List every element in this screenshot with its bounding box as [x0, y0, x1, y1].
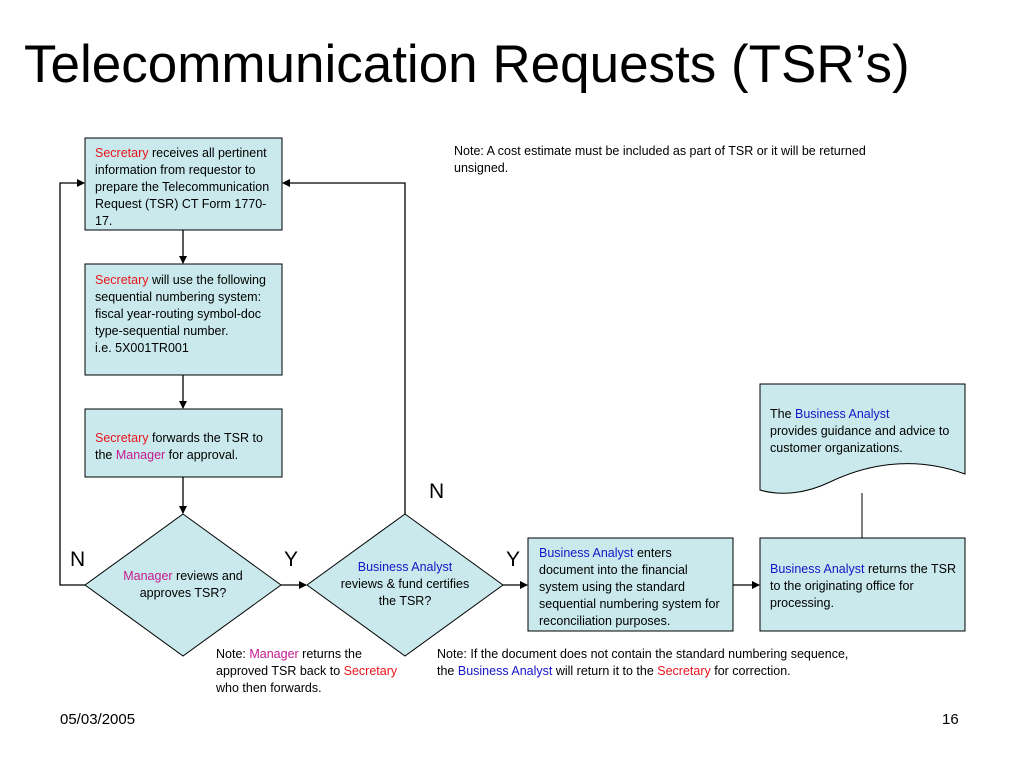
role-secretary: Secretary: [95, 273, 149, 287]
box-enter-document: [527, 537, 734, 632]
note-text: will return it to the: [552, 664, 658, 678]
box-text: for approval.: [165, 448, 239, 462]
box-text: forwards the TSR to the: [95, 431, 263, 462]
arrow-no-loop-top: [282, 179, 406, 514]
note-cost-estimate: Note: A cost estimate must be included a…: [454, 144, 866, 175]
box-text: will use the following sequential number…: [95, 273, 266, 338]
document-shape-text: The Business Analyst provides guidance a…: [760, 402, 965, 461]
label-no-top: N: [429, 480, 445, 503]
label-yes-2: Y: [506, 548, 521, 571]
role-secretary: Secretary: [657, 664, 711, 678]
decision-manager: [84, 513, 282, 657]
note-manager-return: Note: Manager returns the approved TSR b…: [216, 646, 416, 697]
decision-text: reviews & fund certifies the TSR?: [340, 577, 470, 608]
doc-text: provides guidance and advice to customer…: [770, 424, 950, 455]
decision-manager-text: Manager reviews and approves TSR?: [108, 568, 258, 602]
role-secretary: Secretary: [343, 664, 398, 678]
box-text: enters document into the financial syste…: [539, 546, 720, 628]
box-return-tsr: [759, 537, 966, 632]
label-yes-1: Y: [284, 548, 299, 571]
footer-page-number: 16: [942, 711, 959, 728]
role-secretary: Secretary: [95, 146, 149, 160]
note-lead: Note: If the document does not contain t…: [437, 647, 849, 678]
note-business-analyst-return: Note: If the document does not contain t…: [437, 646, 857, 680]
note-text: returns the approved TSR back to: [216, 647, 362, 678]
decision-business-analyst-text: Business Analyst reviews & fund certifie…: [340, 559, 470, 610]
footer-date: 05/03/2005: [60, 711, 136, 728]
document-shape: [759, 383, 966, 494]
role-business-analyst: Business Analyst: [357, 560, 453, 574]
decision-text: reviews and approves TSR?: [139, 569, 243, 600]
box-forward-tsr-text: Secretary forwards the TSR to the Manage…: [85, 426, 282, 468]
box-numbering-system: [84, 263, 283, 376]
arrow-no-loop-left: [59, 179, 85, 586]
label-no-left: N: [70, 548, 86, 571]
box-forward-tsr: [84, 408, 283, 478]
role-secretary: Secretary: [95, 431, 149, 445]
box-enter-document-text: Business Analyst enters document into th…: [528, 541, 733, 634]
box-prepare-tsr-text: Secretary receives all pertinent informa…: [85, 141, 282, 234]
box-prepare-tsr: [84, 137, 283, 231]
note-lead: Note:: [216, 647, 250, 661]
decision-business-analyst: [306, 513, 504, 657]
role-business-analyst: Business Analyst: [770, 562, 865, 576]
box-return-tsr-text: Business Analyst returns the TSR to the …: [760, 557, 965, 616]
box-text: returns the TSR to the originating offic…: [770, 562, 956, 610]
doc-lead: The: [770, 407, 796, 421]
slide-title: Telecommunication Requests (TSR’s): [24, 35, 910, 94]
box-numbering-system-text: Secretary will use the following sequent…: [85, 268, 282, 361]
role-business-analyst: Business Analyst: [539, 546, 634, 560]
numbering-example: i.e. 5X001TR001: [95, 341, 189, 355]
role-manager: Manager: [123, 569, 173, 583]
role-manager: Manager: [249, 647, 299, 661]
role-business-analyst: Business Analyst: [795, 407, 890, 421]
note-text: for correction.: [710, 664, 791, 678]
box-text: receives all pertinent information from …: [95, 146, 270, 228]
role-business-analyst: Business Analyst: [457, 664, 553, 678]
role-manager: Manager: [115, 448, 166, 462]
note-text: who then forwards.: [216, 681, 322, 695]
